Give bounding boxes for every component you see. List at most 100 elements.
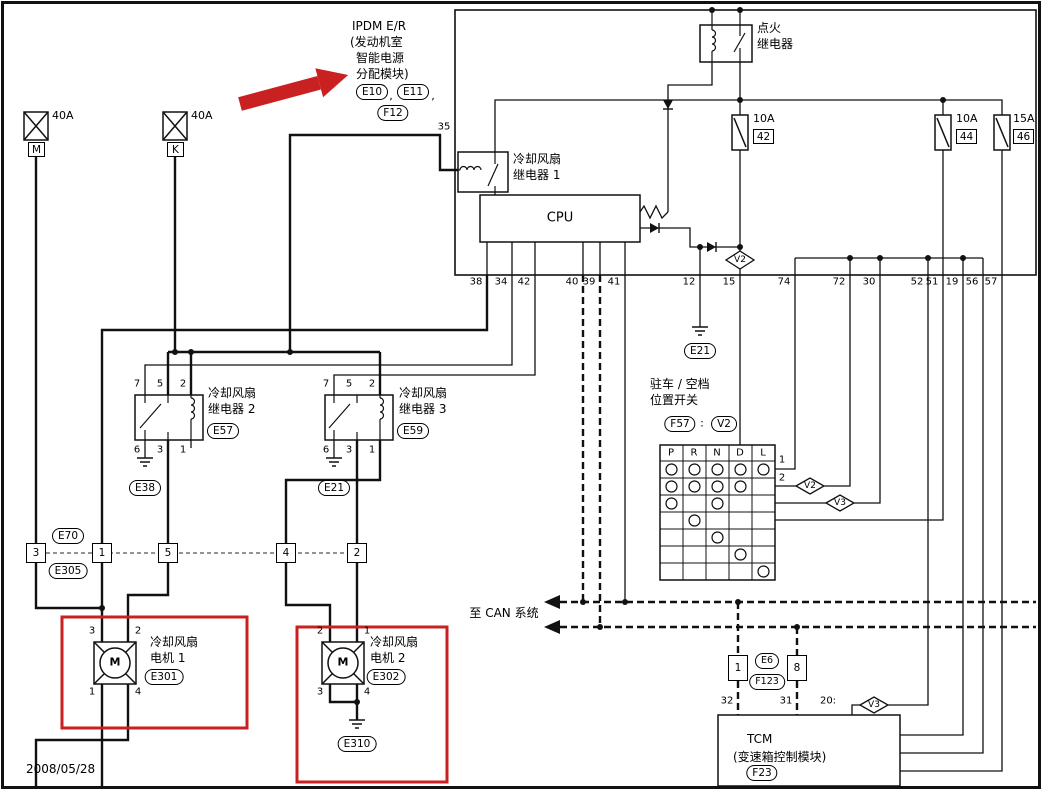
wire-relay-ground-stubs [144, 440, 335, 458]
fan-relay3-box [324, 394, 394, 441]
can-system-label: 至 CAN 系统 [469, 606, 539, 621]
can-arrow-high [544, 595, 560, 609]
motor2-pin4: 4 [363, 686, 371, 698]
ipdm-title-line3: 智能电源 [356, 51, 405, 65]
v2-diamond-switch [794, 477, 826, 495]
pnp-header-D: D [736, 447, 744, 459]
ground-E21-pin12 [692, 326, 708, 336]
pnp-header-R: R [690, 447, 698, 459]
wire-fuseM-to-motor1 [34, 156, 102, 610]
v2-switch-label: V2 [804, 480, 816, 491]
relay3-pin5: 5 [345, 378, 353, 390]
ground-label-E21a: E21 [684, 343, 716, 359]
fuse46-num-box: 46 [1013, 129, 1034, 144]
connector-E6: E6 [754, 653, 780, 669]
motor1-circle [99, 647, 131, 679]
v2-ipdm-label: V2 [734, 254, 746, 265]
motor2-pin2: 2 [316, 625, 324, 637]
pin-label-41: 41 [607, 276, 621, 288]
connector-F123: F123 [749, 674, 785, 690]
motor2-label2: 电机 2 [370, 651, 406, 665]
resistor-symbol [639, 204, 669, 220]
v3-tcm-label: V3 [868, 699, 880, 710]
motor1-label1: 冷却风扇 [150, 635, 199, 649]
fan-relay1-box [457, 151, 509, 193]
relay3-connector-E59: E59 [397, 423, 429, 439]
wire-internal-bus2 [794, 257, 984, 275]
pin-label-19: 19 [945, 276, 959, 288]
highlight-box-motor2 [295, 625, 449, 784]
pin-label-15: 15 [722, 276, 736, 288]
wire-pin38-motor1 [100, 275, 489, 642]
pnp-contact-circles [665, 463, 770, 578]
connector-E70: E70 [52, 528, 84, 544]
pin-label-52: 52 [910, 276, 924, 288]
ground-E310 [349, 719, 365, 729]
ignition-relay-box [699, 24, 753, 63]
wire-pin72-v2 [775, 275, 851, 487]
fuseM-amp-label: 40A [52, 109, 74, 122]
relay2-pin2: 2 [179, 378, 187, 390]
fuse42-amp-label: 10A [753, 112, 775, 125]
fuse44-amp-label: 10A [956, 112, 978, 125]
pnp-pin2-label: 2 [778, 472, 786, 484]
fuse44-num-box: 44 [956, 129, 977, 144]
e6-box-8: 8 [787, 655, 807, 681]
row-box-1: 1 [92, 543, 112, 563]
relay2-pin6: 6 [133, 444, 141, 456]
relay3-label1: 冷却风扇 [399, 386, 448, 400]
pnp-header-N: N [713, 447, 721, 459]
tcm-subtitle: (变速箱控制模块) [733, 750, 827, 764]
highlight-box-motor1 [60, 615, 249, 730]
pnp-label2: 位置开关 [650, 393, 699, 407]
ground-label-E38: E38 [129, 480, 161, 496]
ipdm-title-line2: (发动机室 [350, 35, 403, 49]
pin-label-30: 30 [862, 276, 876, 288]
motor2-m-label: M [337, 655, 349, 669]
wire-pin30-v3 [775, 275, 881, 504]
ipdm-enclosure-box [454, 9, 1037, 276]
pin-label-57: 57 [984, 276, 998, 288]
motor2-circle [327, 647, 359, 679]
can-arrow-low [544, 620, 560, 634]
motor2-label1: 冷却风扇 [370, 635, 419, 649]
motor-symbols [93, 641, 365, 685]
wire-relay2-motor1 [126, 440, 170, 642]
connector-diamonds [724, 250, 890, 714]
fan-relay2-box [134, 394, 204, 441]
relay3-pin2: 2 [368, 378, 376, 390]
relay3-pin3: 3 [345, 444, 353, 456]
date-stamp: 2008/05/28 [26, 762, 96, 776]
tcm-pin31: 31 [779, 695, 793, 707]
motor1-pin3: 3 [88, 625, 96, 637]
relay-internals [139, 10, 746, 440]
ground-label-E21b: E21 [318, 480, 350, 496]
relay2-pin7: 7 [133, 378, 141, 390]
pnp-label1: 驻车 / 空档 [650, 377, 710, 391]
motor2-connector-E302: E302 [366, 669, 406, 685]
connector-E11: E11 [397, 84, 429, 100]
tcm-pin20: 20: [819, 695, 837, 707]
wire-pin51-switch [775, 275, 944, 521]
row-box-5: 5 [158, 543, 178, 563]
ground-E21-relay3 [326, 457, 342, 467]
pin-label-38: 38 [469, 276, 483, 288]
pin-label-56: 56 [965, 276, 979, 288]
comma1: , [389, 89, 393, 103]
relay3-label2: 继电器 3 [399, 402, 447, 416]
row-box-2: 2 [347, 543, 367, 563]
pnp-connector-V2: V2 [711, 416, 737, 432]
relay3-pin7: 7 [322, 378, 330, 390]
pin-label-51: 51 [925, 276, 939, 288]
motor1-pin1: 1 [88, 686, 96, 698]
pnp-pin1-label: 1 [778, 454, 786, 466]
cpu-box [479, 194, 641, 243]
relay3-pin6: 6 [322, 444, 330, 456]
e6-box-1: 1 [728, 655, 748, 681]
relay3-pin1: 1 [368, 444, 376, 456]
signal-wires [144, 62, 1003, 772]
wire-pin52-tcm [851, 275, 929, 715]
pin-label-74: 74 [777, 276, 791, 288]
